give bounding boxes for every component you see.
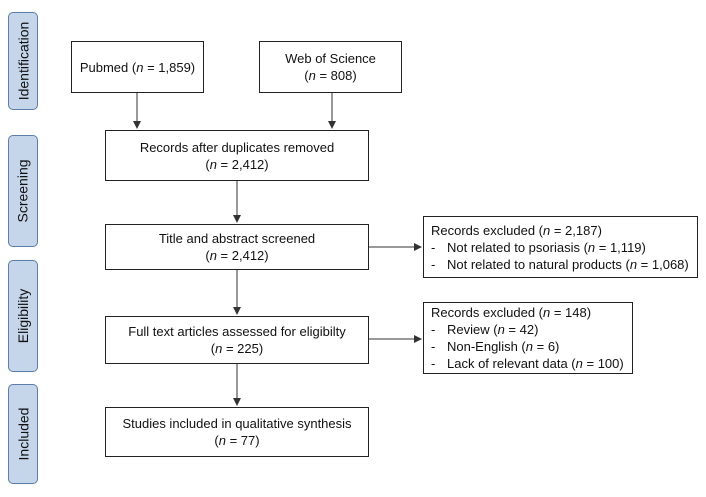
duplicates-title: Records after duplicates removed <box>139 139 335 155</box>
excluded-eligibility-item: -Non-English (n = 6) <box>431 339 560 354</box>
included-count: (n = 77) <box>214 433 260 448</box>
stage-identification: Identification <box>8 12 38 110</box>
fulltext-box: Full text articles assessed for eligibil… <box>105 316 369 364</box>
excluded-screening-item: -Not related to psoriasis (n = 1,119) <box>431 239 646 255</box>
pubmed-box: Pubmed (n = 1,859) <box>71 41 204 93</box>
excluded-screening-box: Records excluded (n = 2,187) -Not relate… <box>423 216 698 278</box>
fulltext-title: Full text articles assessed for eligibil… <box>128 324 346 339</box>
screened-box: Title and abstract screened (n = 2,412) <box>105 224 369 270</box>
excluded-eligibility-box: Records excluded (n = 148) -Review (n = … <box>423 302 633 374</box>
stage-screening: Screening <box>8 135 38 247</box>
excluded-eligibility-item: -Review (n = 42) <box>431 322 539 337</box>
excluded-screening-title: Records excluded (n = 2,187) <box>431 222 602 238</box>
stage-included: Included <box>8 384 38 484</box>
pubmed-text: Pubmed (n = 1,859) <box>79 59 196 75</box>
wos-count: (n = 808) <box>304 68 357 83</box>
wos-title: Web of Science <box>285 51 376 66</box>
included-title: Studies included in qualitative synthesi… <box>122 416 352 431</box>
excluded-screening-item: -Not related to natural products (n = 1,… <box>431 256 689 272</box>
stage-eligibility: Eligibility <box>8 260 38 372</box>
duplicates-box: Records after duplicates removed (n = 2,… <box>105 130 369 181</box>
fulltext-count: (n = 225) <box>210 341 264 356</box>
included-box: Studies included in qualitative synthesi… <box>105 407 369 457</box>
excluded-eligibility-item: -Lack of relevant data (n = 100) <box>431 356 624 371</box>
excluded-eligibility-title: Records excluded (n = 148) <box>431 305 592 320</box>
screened-title: Title and abstract screened <box>158 231 316 246</box>
screened-count: (n = 2,412) <box>205 248 269 263</box>
wos-box: Web of Science (n = 808) <box>259 41 402 93</box>
duplicates-count: (n = 2,412) <box>205 156 269 172</box>
